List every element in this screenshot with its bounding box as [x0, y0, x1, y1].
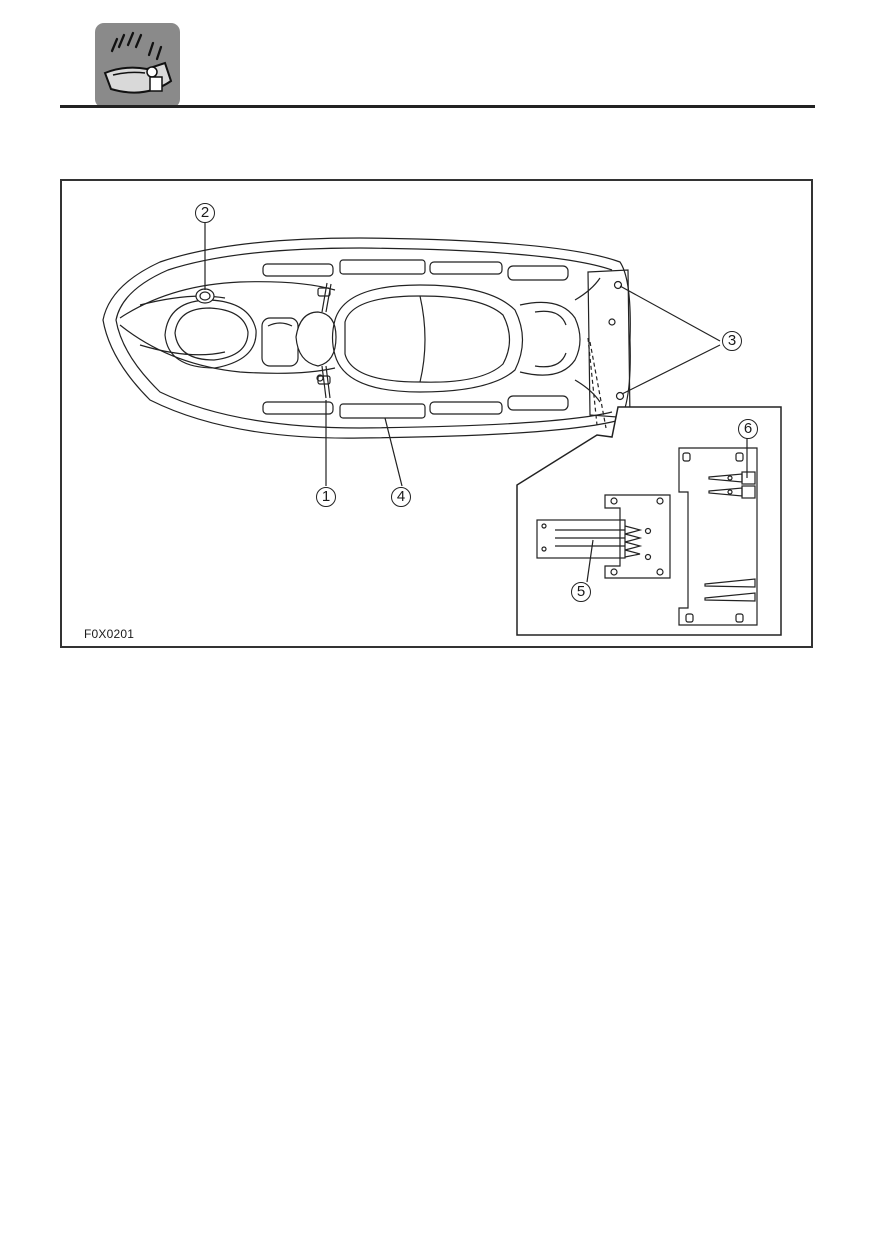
- callout-2: 2: [195, 203, 215, 223]
- figure-frame: [60, 179, 813, 648]
- callout-1: 1: [316, 487, 336, 507]
- callout-5: 5: [571, 582, 591, 602]
- header-rule: [60, 105, 815, 108]
- callout-4: 4: [391, 487, 411, 507]
- callout-6: 6: [738, 419, 758, 439]
- jet-ski-cleaning-icon: [95, 23, 180, 108]
- callout-3: 3: [722, 331, 742, 351]
- figure-code: F0X0201: [84, 627, 135, 641]
